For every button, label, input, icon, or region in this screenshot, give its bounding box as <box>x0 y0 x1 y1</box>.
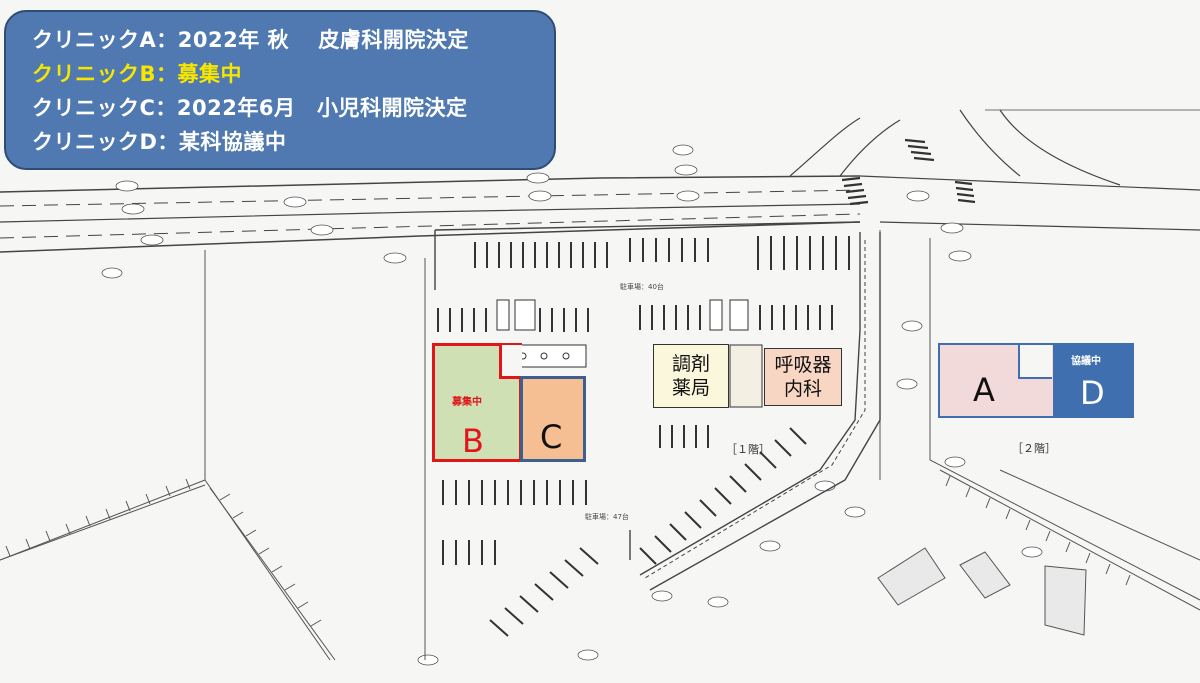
respiratory-label-line2: 内科 <box>783 378 822 400</box>
pharmacy-label-line1: 調剤 <box>671 353 710 375</box>
clinic-b-letter: B <box>462 422 484 460</box>
clinic-d-letter: D <box>1080 374 1105 412</box>
legend-line-clinic-c: クリニックC：2022年6月 小児科開院決定 <box>32 96 468 120</box>
fence-hatching <box>0 469 1200 661</box>
clinic-a-notch <box>1018 345 1052 379</box>
pharmacy-label: 調剤 薬局 <box>653 352 729 400</box>
legend-line-clinic-a: クリニックA：2022年 秋 皮膚科開院決定 <box>32 28 469 52</box>
legend-line-clinic-d: クリニックD：某科協議中 <box>32 130 287 154</box>
elevation-markers <box>101 144 1043 666</box>
diagonal-parking <box>489 427 807 637</box>
respiratory-label-line1: 呼吸器 <box>774 354 832 376</box>
north-parking-label: 駐車場：40台 <box>620 283 664 291</box>
clinic-legend-panel: クリニックA：2022年 秋 皮膚科開院決定 クリニックB：募集中 クリニックC… <box>4 10 556 170</box>
neighbor-buildings <box>877 547 1087 636</box>
pharmacy-unit[interactable] <box>653 344 729 408</box>
pharmacy-label-line2: 薬局 <box>671 377 710 399</box>
clinic-b-recruiting-note: 募集中 <box>452 397 482 408</box>
south-parking-label: 駐車場：47台 <box>585 513 629 521</box>
respiratory-clinic-label: 呼吸器 内科 <box>762 353 844 401</box>
second-floor-label: ［２階］ <box>1012 442 1056 455</box>
clinic-a-letter: A <box>973 371 995 409</box>
respiratory-clinic-unit[interactable] <box>764 348 842 406</box>
first-floor-label: ［１階］ <box>726 443 770 456</box>
clinic-d-unit[interactable] <box>1053 345 1132 416</box>
clinic-c-unit[interactable] <box>520 376 586 462</box>
parking-stalls <box>437 236 850 565</box>
legend-line-clinic-b: クリニックB：募集中 <box>32 62 243 86</box>
crosswalk <box>841 138 976 206</box>
side-road <box>789 109 1200 186</box>
boundary-lines <box>0 230 1200 661</box>
access-drive <box>434 221 881 591</box>
main-road <box>0 175 1200 253</box>
clinic-b-notch <box>499 345 522 379</box>
clinic-c-letter: C <box>540 418 563 456</box>
clinic-d-negotiating-note: 協議中 <box>1071 356 1101 367</box>
